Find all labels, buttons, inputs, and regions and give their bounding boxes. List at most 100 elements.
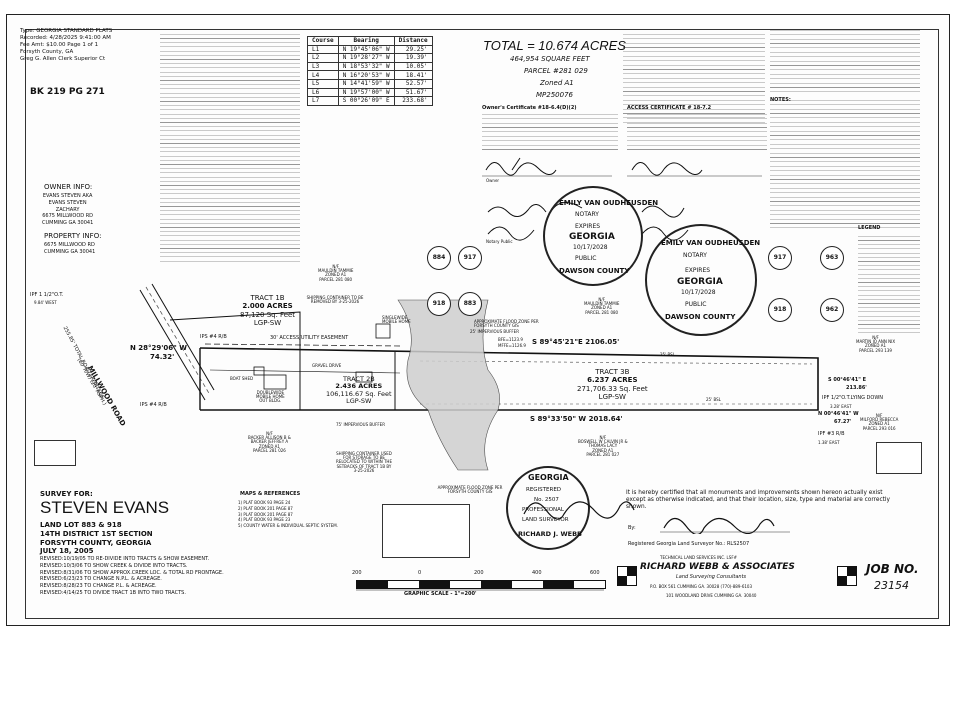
map-ref-line: 5) COUNTY WATER & INDIVIDUAL SEPTIC SYST…	[238, 523, 338, 529]
survey-date: JULY 18, 2005	[40, 547, 94, 556]
course-cell: 233.68'	[393, 96, 433, 106]
notes-right-block	[770, 100, 920, 230]
county: FORSYTH COUNTY, GEORGIA	[40, 538, 152, 547]
recording-type: Type: GEORGIA STANDARD PLATS	[20, 28, 113, 34]
certification-text: It is hereby certified that all monument…	[626, 490, 890, 511]
notary-name: EMILY VAN OUDHEUSDEN	[559, 199, 659, 207]
east-bearing: S 00°46'41" E	[828, 377, 867, 383]
map-ref-line: 1) PLAT BOOK 93 PAGE 24	[238, 500, 291, 505]
owner-certificate-title: Owner's Certificate #18-6.4(D)(2)	[482, 105, 577, 111]
north-line-bearing: S 89°45'21"E 2106.05'	[532, 338, 620, 346]
notary-role: NOTARY	[575, 211, 599, 218]
course-cell: S 00°26'09" E	[337, 96, 395, 106]
survey-location: LAND LOT 883 & 918 14TH DISTRICT 1ST SEC…	[40, 521, 153, 556]
revision-line: REVISED:6/23/23 TO CHANGE N.P.L. & ACREA…	[40, 576, 162, 583]
parcel-number: PARCEL #281 029	[524, 67, 588, 75]
notary-name: EMILY VAN OUDHEUSDEN	[661, 239, 761, 247]
neighbor-parcel: N/F BACKER ALLISON B & BACKER JEFFREY A …	[248, 431, 291, 453]
owner-info-title: OWNER INFO:	[44, 183, 93, 191]
bfe-label: BFE=1123.9	[498, 337, 523, 342]
notary-public: PUBLIC	[685, 301, 707, 308]
easement-line	[204, 343, 401, 347]
land-lot-circle: 917	[768, 246, 792, 270]
recording-fee: Fee Amt: $10.00 Page 1 of 1	[20, 41, 99, 48]
notary-expires: EXPIRES	[685, 267, 711, 274]
job-number: 23154	[874, 579, 909, 592]
notes-title: NOTES:	[770, 97, 791, 103]
county-stamp-box	[34, 440, 76, 466]
land-lot-circle: 963	[820, 246, 844, 270]
ipf-right-2: IPF #3 R/B	[818, 431, 845, 437]
tract-2b: TRACT 2B 2.436 ACRES 106,116.67 Sq. Feet…	[326, 375, 392, 406]
flood-zone-label-bottom: APPROXIMATE FLOOD ZONE PER FORSYTH COUNT…	[437, 485, 503, 495]
tract-1b-boundary	[169, 311, 301, 350]
property-line: CUMMING GA 30041	[44, 248, 96, 255]
neighbor-parcel: N/F MAULDIN TAMMIE ZONED A1 PARCEL 281 0…	[318, 264, 354, 282]
east-bearing-2: N 00°46'41" W	[818, 411, 859, 417]
district: 14TH DISTRICT 1ST SECTION	[40, 529, 153, 538]
surveyor-signature	[523, 501, 635, 520]
bsl-line	[419, 360, 813, 365]
firm-address-2: 101 WOODLAND DRIVE CUMMING GA. 30040	[666, 593, 757, 598]
seal-registered: REGISTERED	[526, 487, 562, 493]
legend-items	[858, 236, 920, 336]
tract-acres: 2.000 ACRES	[242, 302, 293, 311]
scale-tick: 600	[590, 570, 600, 576]
shipping-container-label: SHIPPING CONTAINER TO BE REMOVED BY 3-25…	[306, 295, 364, 305]
notes-block	[160, 34, 300, 262]
tract-acres: 2.436 ACRES	[335, 382, 383, 391]
notary-seal: EMILY VAN OUDHEUSDEN NOTARY EXPIRES GEOR…	[543, 186, 658, 286]
tract-title: TRACT 3B	[595, 368, 630, 376]
flood-zone-area	[397, 299, 500, 471]
owner-signature	[485, 157, 557, 176]
map-ref-line: 3) PLAT BOOK 201 PAGE 87	[238, 511, 293, 517]
recording-stamp: Type: GEORGIA STANDARD PLATS Recorded: 4…	[20, 28, 168, 96]
book-page: BK 219 PG 271	[30, 87, 105, 97]
singlewide-label: SINGLEWIDE MOBILE HOME	[382, 315, 411, 325]
owner-line: CUMMING GA 30041	[42, 220, 94, 226]
legend-title: LEGEND	[858, 225, 881, 231]
tract-sq-ft: 87,120 Sq. Feet	[240, 310, 296, 319]
land-lot-circle: 883	[458, 292, 482, 316]
ips-label: IPS #4 R/B	[200, 334, 227, 340]
witness-signature	[641, 205, 685, 218]
notary-county: DAWSON COUNTY	[559, 267, 630, 275]
corner-angle: N 28°29'06" W	[130, 344, 187, 352]
notary-role: NOTARY	[683, 252, 707, 259]
tract-1b: TRACT 1B 2.000 ACRES 87,120 Sq. Feet LGP…	[240, 294, 295, 328]
scale-tick: 200	[474, 570, 484, 576]
general-note-block	[623, 34, 765, 124]
land-lot-circle: 917	[458, 246, 482, 270]
property-info-title: PROPERTY INFO:	[44, 232, 102, 240]
gravel-drive-label: GRAVEL DRIVE	[312, 363, 342, 368]
notary-date: 10/17/2028	[681, 289, 716, 296]
survey-for-label: SURVEY FOR:	[40, 490, 93, 498]
county-stamp-box	[876, 442, 922, 474]
recording-county: Forsyth County, GA	[20, 48, 74, 55]
firm-address-1: P.O. BOX 561 CUMMING GA. 30028 (770)-889…	[650, 584, 753, 589]
east-distance: 213.86'	[846, 385, 867, 391]
owner-certificate-text	[482, 114, 618, 152]
owner-label: Owner	[486, 178, 500, 183]
ips-label: IPS #4 R/B	[140, 402, 167, 408]
notary-seal: EMILY VAN OUDHEUSDEN NOTARY EXPIRES GEOR…	[645, 224, 761, 336]
owner-info-lines: EVANS STEVEN AKA EVANS STEVEN ZACHARY 66…	[42, 193, 93, 227]
property-info-lines: 6675 MILLWOOD RD CUMMING GA 30041	[44, 242, 95, 256]
notary-expires: EXPIRES	[575, 223, 601, 230]
tract-title: TRACT 1B	[250, 294, 285, 302]
revision-line: REVISED:8/31/06 TO SHOW APPROX.CREEK LOC…	[40, 569, 224, 576]
owner-line: EVANS STEVEN	[48, 199, 87, 206]
owner-line: ZACHARY	[55, 206, 80, 213]
notary-county: DAWSON COUNTY	[665, 313, 736, 321]
neighbor-parcel: N/F BOSWELL W CALVIN JR & THOMAS LACY ZO…	[578, 435, 628, 457]
revision-list: REVISED:10/19/05 TO RE-DIVIDE INTO TRACT…	[40, 556, 224, 597]
south-line-bearing: S 89°33'50" W 2018.64'	[530, 415, 623, 423]
firm-license: TECHNICAL LAND SERVICES INC. LSF#	[660, 555, 737, 560]
total-square-feet: 464,954 SQUARE FEET	[510, 55, 590, 63]
notary-signature	[487, 226, 535, 241]
buffer-label: 75' IMPERVIOUS BUFFER	[336, 422, 385, 427]
mp-number: MP250076	[536, 91, 573, 99]
tract-zone: LGP-SW	[346, 397, 372, 406]
